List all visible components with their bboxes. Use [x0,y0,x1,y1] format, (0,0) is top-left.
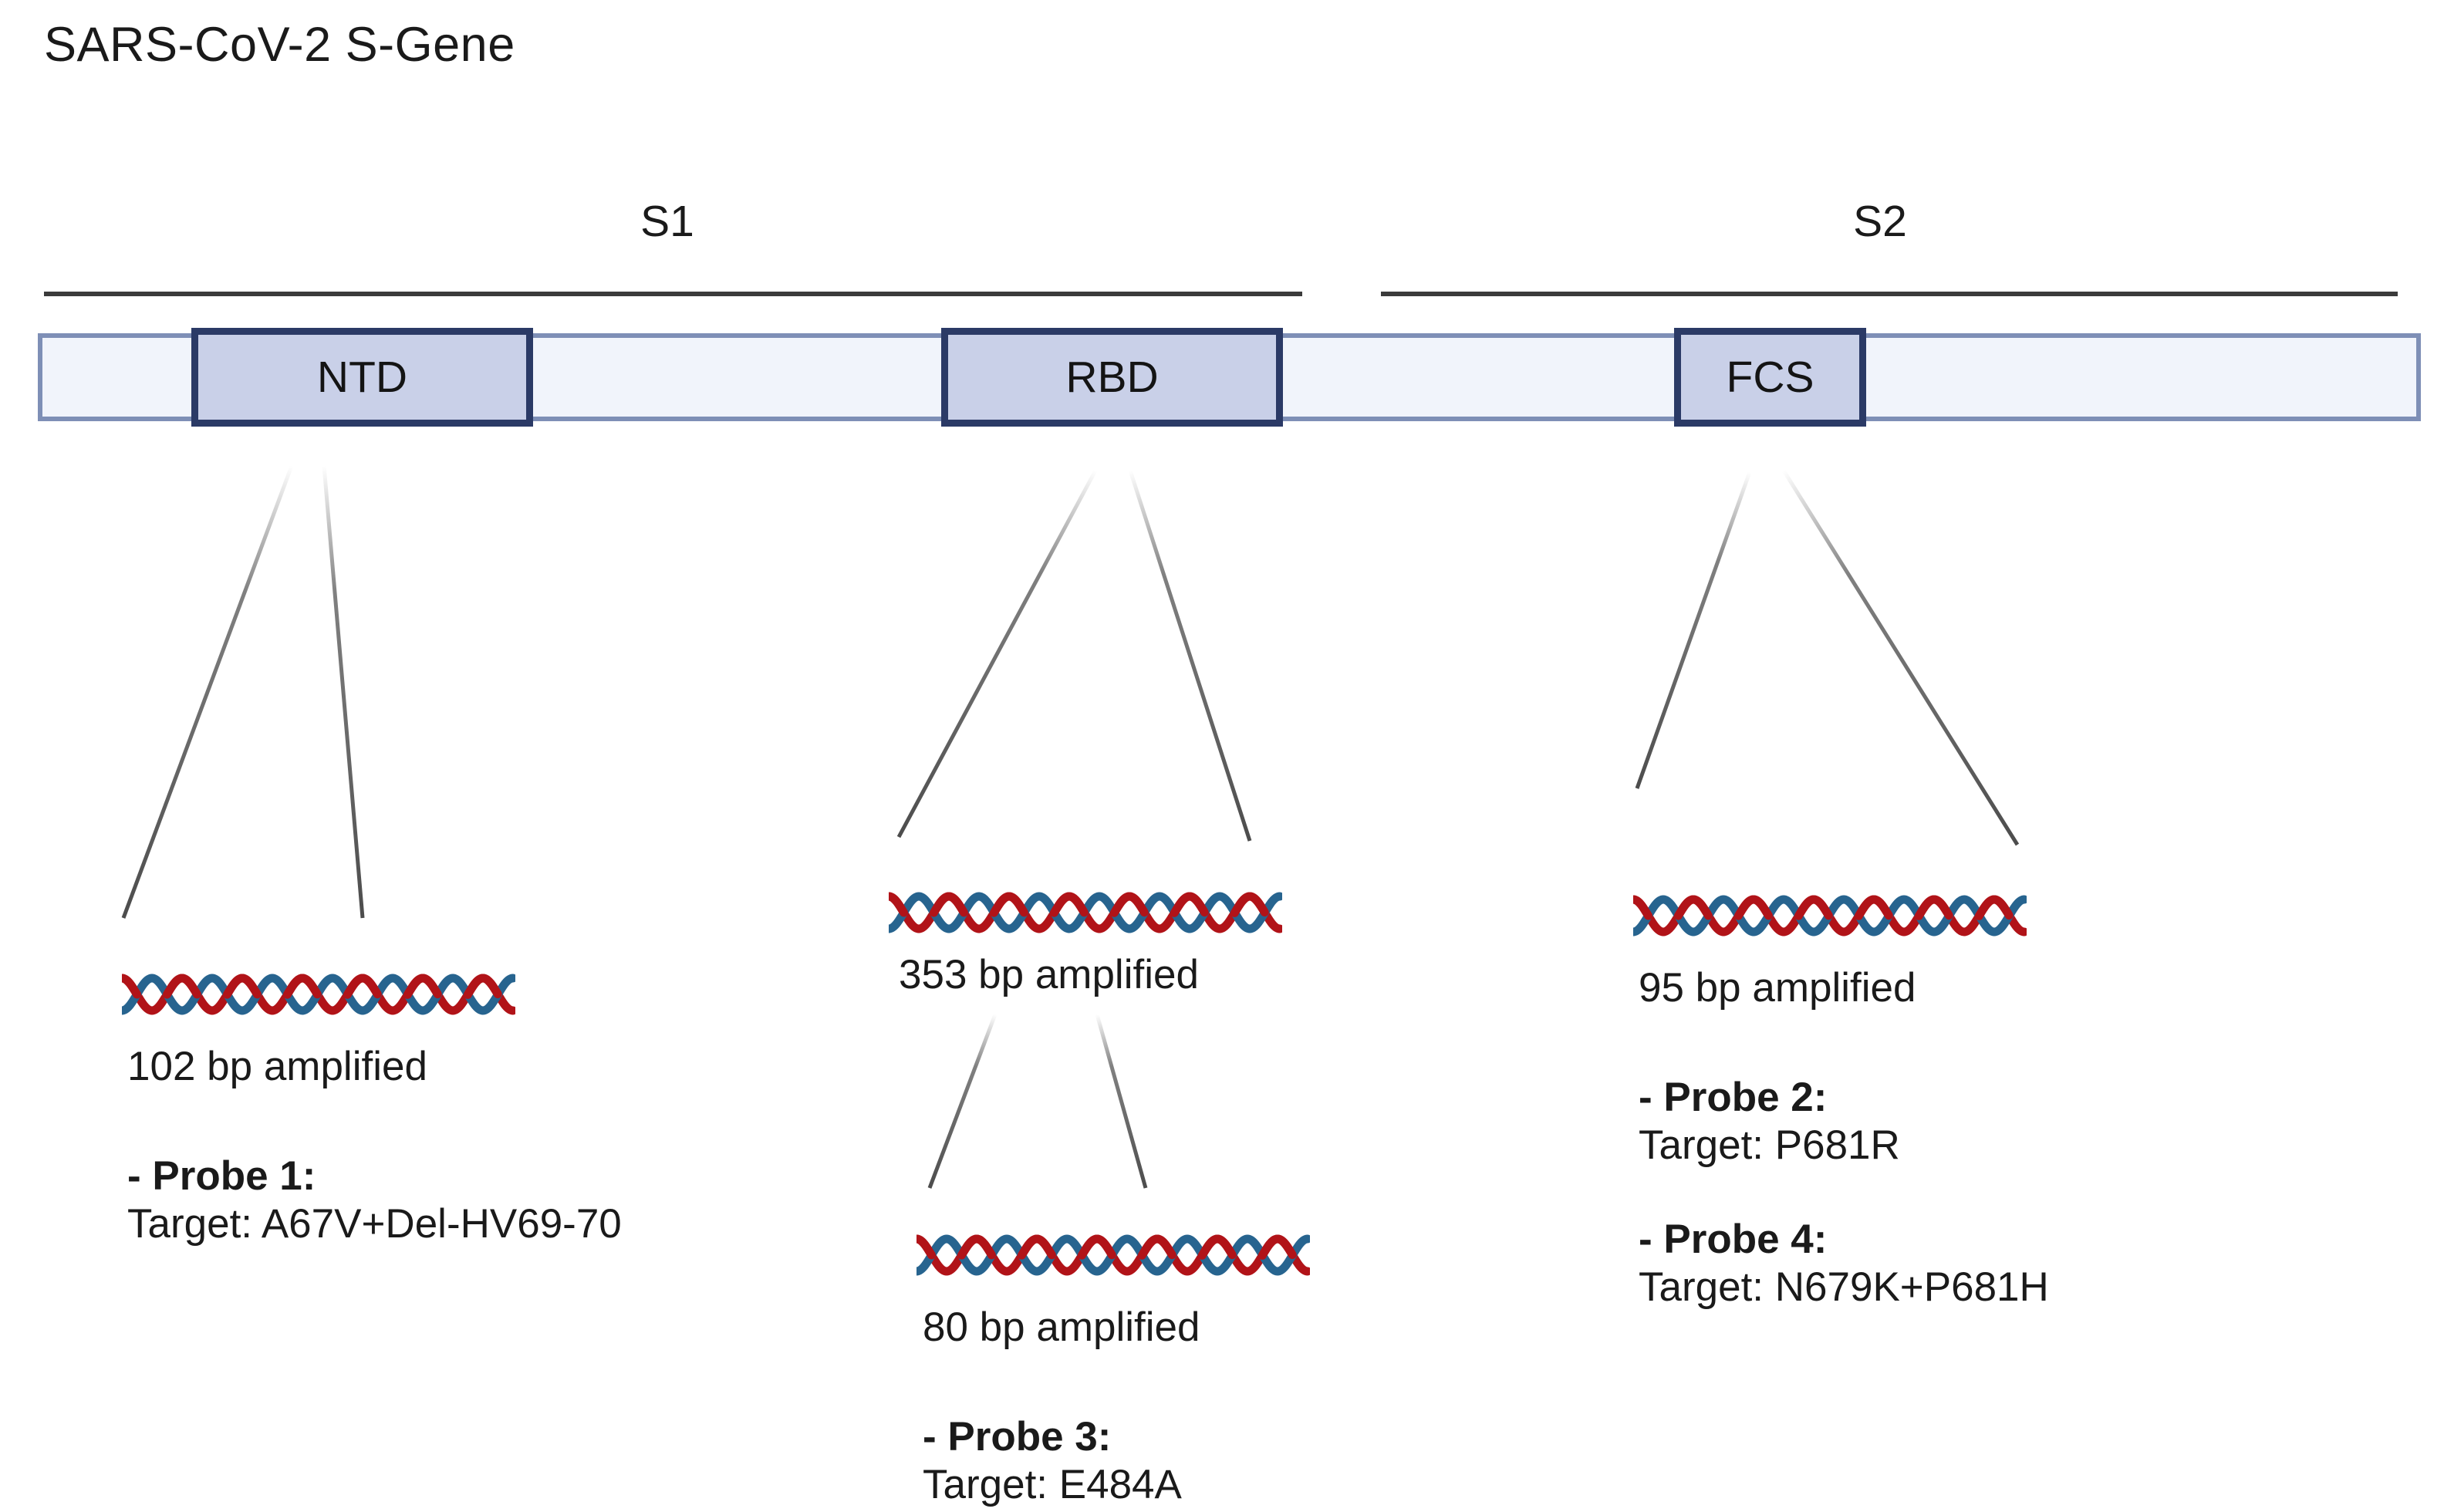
probe-name: - Probe 3: [923,1414,1112,1460]
subunit-label-s2: S2 [1853,197,1907,246]
probe-target: Target: N679K+P681H [1639,1264,2049,1310]
dna-helix-icon [917,1234,1310,1276]
amplicon-size-label: 102 bp amplified [127,1044,427,1089]
probe-target: Target: E484A [923,1462,1182,1507]
domain-label-rbd: RBD [1065,353,1159,402]
fan-nested-left-line [927,1014,998,1189]
probe-annotation: - Probe 1: Target: A67V+Del-HV69-70 [127,1153,622,1248]
dna-helix-icon [889,892,1282,933]
probe-target: Target: P681R [1639,1122,1900,1168]
dna-helix-icon [122,974,515,1015]
amplicon-size-label: 80 bp amplified [923,1304,1200,1350]
subunit-s1-underline [44,292,1302,296]
diagram-title: SARS-CoV-2 S-Gene [44,18,515,72]
fan-fcs-left-line [1635,471,1752,789]
domain-box-ntd: NTD [191,328,533,427]
fan-ntd-right-line [322,465,365,919]
dna-helix-icon [1633,895,2027,937]
domain-label-ntd: NTD [316,353,408,402]
probe-annotation: - Probe 4: Target: N679K+P681H [1639,1216,2049,1311]
probe-name: - Probe 1: [127,1153,316,1199]
probe-name: - Probe 2: [1639,1075,1828,1120]
fan-rbd-right-line [1128,470,1252,842]
probe-name: - Probe 4: [1639,1217,1828,1262]
amplicon-size-label: 95 bp amplified [1639,965,1916,1011]
fan-fcs-right-line [1781,469,2020,846]
subunit-s2-underline [1381,292,2398,296]
domain-label-fcs: FCS [1726,353,1814,402]
domain-box-fcs: FCS [1674,328,1866,427]
fan-rbd-left-line [896,469,1098,839]
probe-annotation: - Probe 2: Target: P681R [1639,1074,1900,1169]
probe-annotation: - Probe 3: Target: E484A [923,1413,1182,1509]
fan-nested-right-line [1095,1014,1148,1189]
domain-box-rbd: RBD [941,328,1283,427]
probe-target: Target: A67V+Del-HV69-70 [127,1201,622,1247]
subunit-label-s1: S1 [640,197,694,246]
amplicon-size-label: 353 bp amplified [899,952,1199,997]
fan-ntd-left-line [121,465,294,919]
